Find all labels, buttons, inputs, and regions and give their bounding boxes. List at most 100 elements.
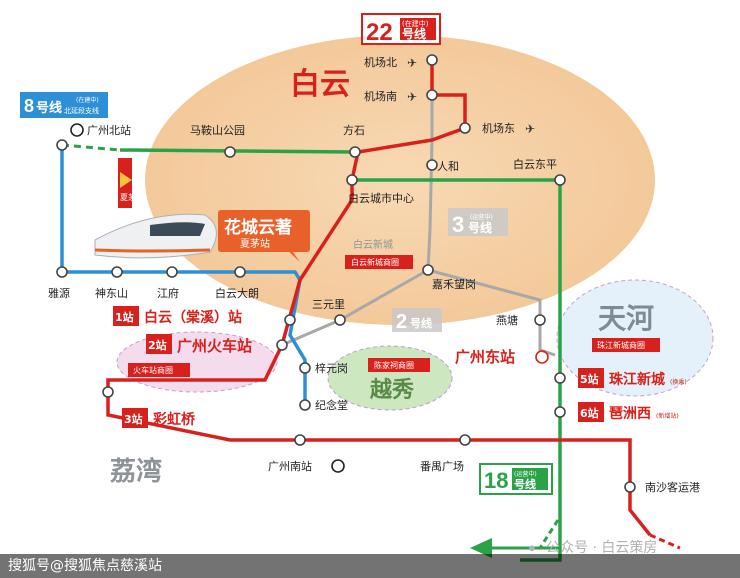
line-22-suffix: 号线 [402, 26, 426, 41]
stop-6-num: 6站 [580, 406, 599, 420]
metro-logo-icon [331, 459, 345, 473]
station-dot [349, 146, 361, 158]
station-dot [426, 159, 438, 171]
station-baiyun-dongping: 白云东平 [513, 157, 557, 171]
line-8-tag: (在建中) [76, 96, 99, 104]
arrow-left [470, 538, 492, 558]
district-liwan-label: 荔湾 [110, 456, 162, 487]
station-guangzhou-east: 广州东站 [455, 348, 515, 366]
station-dot [224, 146, 236, 158]
line-18-tag: (运营中) [514, 470, 537, 478]
project-name: 花城云著 [224, 217, 292, 238]
station-guangzhou-south: 广州南站 [268, 459, 312, 473]
station-dot [56, 139, 68, 151]
line-8-sub: 北延段支线 [64, 106, 99, 115]
plane-icon: ✈ [525, 122, 535, 136]
station-baiyun-dalang: 白云大朗 [215, 286, 259, 300]
stop-5-note: (换乘) [670, 378, 687, 386]
station-dot [346, 174, 358, 186]
station-dot [554, 174, 566, 186]
stop-2: 2站 广州火车站 [146, 334, 252, 355]
station-dot [276, 339, 288, 351]
stop-1-label: 白云（棠溪）站 [144, 309, 242, 326]
stop-5-num: 5站 [580, 372, 599, 386]
stop-2-label: 广州火车站 [177, 337, 252, 355]
line-18-num: 18 [484, 468, 508, 493]
wechat-icon: ● [528, 540, 536, 555]
station-dot [111, 266, 123, 278]
station-dot [534, 314, 546, 326]
tag-chenjiaci-text: 陈家祠商圈 [374, 360, 414, 370]
line-2-num: 2 [396, 311, 407, 333]
line-18-badge: 18 (运营中) 号线 [479, 463, 553, 495]
stop-6: 6站 琶洲西 (新增站) [578, 402, 679, 422]
station-dot [56, 266, 68, 278]
station-dot [459, 434, 471, 446]
station-dot [166, 266, 178, 278]
station-sanyuanli: 三元里 [312, 298, 345, 311]
project-callout: 花城云著 夏茅站 [218, 210, 310, 262]
baiyun-new-logo: 白云新城 [353, 238, 393, 251]
tag-baiyun-new-text: 白云新城商圈 [351, 257, 399, 267]
stop-3-label: 彩虹桥 [152, 411, 196, 428]
district-tianhe-label: 天河 [598, 302, 654, 335]
station-baiyun-center: 白云城市中心 [348, 191, 414, 205]
station-dot [299, 399, 311, 411]
station-jiahe: 嘉禾望岗 [432, 277, 476, 291]
project-sub: 夏茅站 [240, 237, 270, 250]
watermark-text: 公众号 · 白云策房 [546, 539, 657, 556]
line-8-suffix: 号线 [36, 100, 62, 116]
line-3-suffix: 号线 [468, 220, 492, 235]
line-22-num: 22 [366, 19, 393, 46]
stop-3: 3站 彩虹桥 [122, 408, 196, 428]
tag-zhujiang: 珠江新城商圈 [592, 338, 660, 352]
tag-baiyun-new: 白云新城 白云新城商圈 [345, 238, 413, 269]
stop-6-note: (新增站) [656, 412, 679, 420]
stop-6-label: 琶洲西 [609, 406, 651, 422]
station-dot [624, 481, 636, 493]
stop-1: 1站 白云（棠溪）站 [113, 306, 242, 326]
station-dot [426, 54, 438, 66]
line-8-badge: 8 号线 (在建中) 北延段支线 [20, 92, 108, 118]
station-guangzhou-north: 广州北站 [87, 123, 131, 137]
station-shendongshan: 神东山 [95, 286, 128, 300]
plane-icon: ✈ [407, 90, 417, 104]
tag-chenjiaci: 陈家祠商圈 [368, 358, 430, 372]
station-dot [334, 314, 346, 326]
stop-3-num: 3站 [124, 412, 143, 426]
line-8-track [60, 145, 307, 405]
stop-5: 5站 珠江新城 (换乘) [578, 368, 687, 388]
station-renhe: 人和 [437, 160, 459, 173]
station-dot [294, 434, 306, 446]
stop-1-num: 1站 [115, 310, 134, 324]
line-18-suffix: 号线 [514, 477, 536, 491]
xiamao-marker: 夏茅 [118, 158, 136, 208]
line-8-dash [61, 143, 121, 152]
station-dot [554, 372, 566, 384]
station-yayuan: 雅源 [48, 286, 70, 300]
station-dot [459, 122, 471, 134]
stop-5-label: 珠江新城 [609, 371, 665, 388]
station-airport-east: 机场东 [482, 121, 515, 135]
district-yuexiu-label: 越秀 [369, 378, 414, 403]
line-3-badge: 3 (运营中) 号线 [448, 208, 508, 237]
line-2-badge: 2 号线 [392, 308, 442, 333]
line-3-tag: (运营中) [470, 213, 493, 221]
station-maanshan: 马鞍山公园 [190, 123, 245, 137]
district-baiyun-label: 白云 [290, 67, 350, 102]
tag-zhujiang-text: 珠江新城商圈 [597, 340, 645, 350]
plane-icon: ✈ [407, 56, 417, 70]
station-dot [554, 406, 566, 418]
station-dot [234, 266, 246, 278]
stop-2-num: 2站 [148, 338, 167, 352]
metro-logo-icon [70, 123, 84, 137]
tag-station-circle-text: 火车站商圈 [133, 365, 173, 375]
station-airport-north: 机场北 [364, 55, 397, 69]
line-22-dash [649, 533, 681, 550]
source-footer: 搜狐号@搜狐焦点慈溪站 [0, 554, 740, 578]
station-panyu: 番禺广场 [420, 459, 464, 473]
station-dot [426, 89, 438, 101]
station-jiangfu: 江府 [157, 286, 179, 300]
station-yantang: 燕塘 [496, 313, 518, 327]
line-22-badge: 22 (在建中) 号线 [361, 13, 441, 46]
